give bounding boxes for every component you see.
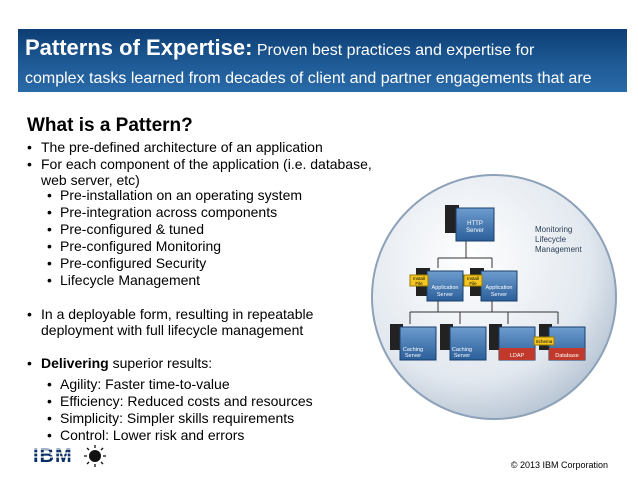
ibm-logo: IBM — [33, 445, 106, 467]
sub-bullet-security: Pre-configured Security — [60, 255, 207, 271]
app-label-1a: Application — [432, 285, 459, 291]
http-label-2: Server — [466, 228, 484, 234]
caching-label-1b: Server — [405, 353, 421, 359]
diagram-connectors — [409, 240, 559, 324]
sub-bullet-lifecycle: Lifecycle Management — [60, 272, 201, 288]
title-rest: Proven best practices and expertise for — [252, 42, 535, 59]
bullet-deployable-line2: deployment with full lifecycle managemen… — [41, 322, 304, 338]
caching-server-node-1: Caching Server — [390, 324, 437, 361]
sub-bullet-dot: • — [47, 393, 52, 409]
title-banner: Patterns of Expertise: Proven best pract… — [18, 29, 627, 92]
install-tag-2a: Install — [467, 276, 479, 281]
bullet-delivering: Delivering superior results: — [41, 355, 212, 371]
smarter-planet-icon — [84, 445, 106, 467]
schema-tag: Schema — [536, 339, 553, 344]
bullet-dot: • — [27, 139, 32, 155]
sub-bullet-dot: • — [47, 255, 52, 271]
sub-bullet-integration: Pre-integration across components — [60, 204, 278, 220]
bullet-dot: • — [27, 355, 32, 371]
app-server-node-2: Install File Application Server — [463, 268, 518, 302]
sub-bullet-simplicity: Simplicity: Simpler skills requirements — [60, 410, 295, 426]
sub-bullet-dot: • — [47, 238, 52, 254]
pattern-diagram: HTTP Server Install File Application Ser… — [371, 174, 617, 420]
install-tag-2b: File — [469, 281, 477, 286]
ldap-label: LDAP — [510, 353, 525, 359]
ibm-logo-text: IBM — [33, 445, 73, 467]
app-label-1b: Server — [437, 292, 453, 298]
bullet-components-line1: For each component of the application (i… — [41, 156, 372, 172]
sub-bullet-dot: • — [47, 427, 52, 443]
sub-bullet-dot: • — [47, 272, 52, 288]
sub-bullet-os: Pre-installation on an operating system — [60, 187, 303, 203]
bullet-deployable-line1: In a deployable form, resulting in repea… — [41, 306, 314, 322]
sub-bullet-dot: • — [47, 187, 52, 203]
app-server-node-1: Install File Application Server — [409, 268, 464, 302]
caching-label-2a: Caching — [452, 347, 472, 353]
database-node: Schema Database — [533, 324, 586, 361]
app-label-2a: Application — [486, 285, 513, 291]
sub-bullet-efficiency: Efficiency: Reduced costs and resources — [60, 393, 313, 409]
database-label: Database — [555, 353, 579, 359]
delivering-rest: superior results: — [108, 355, 213, 371]
title-line-1: Patterns of Expertise: Proven best pract… — [25, 35, 534, 61]
ldap-node: LDAP — [489, 324, 536, 361]
title-line-2: complex tasks learned from decades of cl… — [25, 70, 592, 87]
app-label-2b: Server — [491, 292, 507, 298]
sub-bullet-control: Control: Lower risk and errors — [60, 427, 245, 443]
sub-bullet-dot: • — [47, 204, 52, 220]
bullet-components-line2: web server, etc) — [41, 172, 140, 188]
sub-bullet-monitoring: Pre-configured Monitoring — [60, 238, 222, 254]
side-label-monitoring: Monitoring — [535, 225, 572, 234]
ibm-logo-stripes — [33, 448, 78, 458]
caching-server-node-2: Caching Server — [440, 324, 487, 361]
sub-bullet-dot: • — [47, 376, 52, 392]
caching-label-1a: Caching — [403, 347, 423, 353]
bullet-architecture: The pre-defined architecture of an appli… — [41, 139, 323, 155]
sub-bullet-dot: • — [47, 221, 52, 237]
side-label-lifecycle: Lifecycle — [535, 235, 567, 244]
http-label-1: HTTP — [467, 221, 483, 227]
title-bold: Patterns of Expertise: — [25, 35, 253, 60]
sub-bullet-tuned: Pre-configured & tuned — [60, 221, 204, 237]
sub-bullet-agility: Agility: Faster time-to-value — [60, 376, 230, 392]
sub-bullet-dot: • — [47, 410, 52, 426]
install-tag-1b: File — [415, 281, 423, 286]
http-server-node: HTTP Server — [445, 205, 495, 242]
install-tag-1a: Install — [413, 276, 425, 281]
copyright-footer: © 2013 IBM Corporation — [510, 460, 608, 470]
delivering-bold: Delivering — [41, 355, 109, 371]
side-label-management: Management — [535, 245, 582, 254]
section-heading: What is a Pattern? — [27, 115, 193, 136]
caching-label-2b: Server — [454, 353, 470, 359]
bullet-dot: • — [27, 156, 32, 172]
bullet-dot: • — [27, 306, 32, 322]
